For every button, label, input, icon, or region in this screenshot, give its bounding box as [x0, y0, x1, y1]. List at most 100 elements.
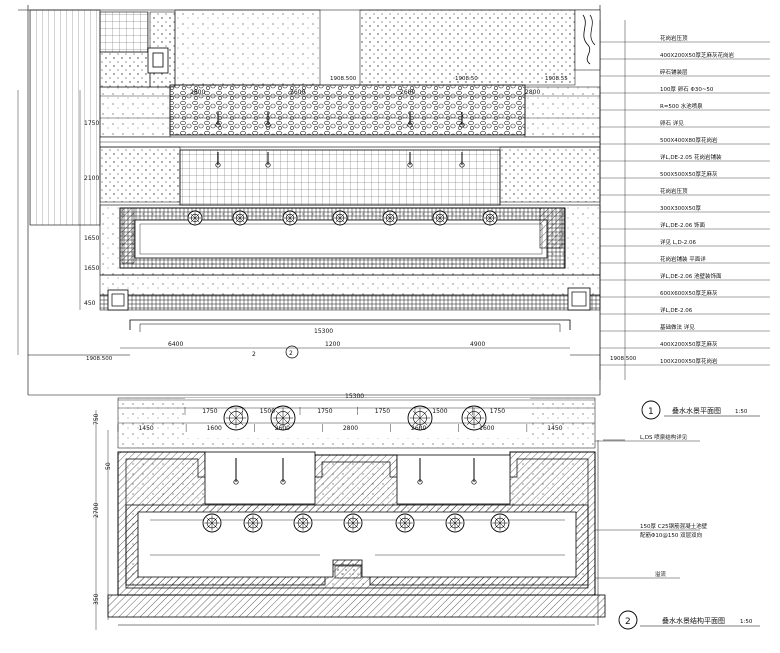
plan1-jet-rosette: [232, 210, 248, 226]
plan1-spout-upper: [265, 112, 271, 128]
plan2-top-rosette-spoke: [235, 417, 244, 426]
plan1-spout-lower-head: [265, 162, 271, 168]
plan2-jet-rosette-spoke: [494, 522, 501, 529]
plan2-overall: 15300: [345, 393, 364, 400]
plan2-spout: [280, 458, 286, 485]
plan2-top-rosette-spoke: [275, 410, 284, 419]
plan2-jet-rosette-spoke: [206, 522, 213, 529]
lower-pool: [134, 219, 548, 259]
plan1-jet-rosette-spoke: [289, 217, 295, 223]
plan1-callout-text: 花岗岩铺装 平面详: [660, 255, 706, 263]
plan1-elev-3: 1908.55: [545, 76, 568, 82]
plan1-spout-upper-head: [215, 122, 221, 128]
plan1-elev-2: 1908.50: [455, 76, 478, 82]
plan1-jet-rosette-spoke: [285, 217, 291, 223]
plan2-top-rosette-spoke: [412, 417, 421, 426]
plan1-spout-upper: [215, 112, 221, 128]
plan2-spout: [233, 458, 239, 485]
plan1-section-b: 2: [289, 350, 293, 357]
plan1-jet-rosette-spoke: [235, 213, 241, 219]
plan1-spout-lower-head: [215, 162, 221, 168]
plan1-jet-rosette-spoke: [435, 217, 441, 223]
plan2-dim-b: 1600: [207, 425, 222, 432]
plan2-jet-rosette-spoke: [247, 517, 254, 524]
plan2-left-4: 50: [105, 462, 112, 470]
plan1-jet-rosette-spoke: [335, 213, 341, 219]
plan2-jet-rosette-spoke: [404, 522, 411, 529]
plan2-top-rosette-spoke: [275, 417, 284, 426]
plan2-jet-rosette-spoke: [297, 522, 304, 529]
plan-1-fountains: [187, 112, 498, 226]
plan2-dim-b: 1450: [138, 425, 153, 432]
plan2-jet-rosette-spoke: [302, 517, 309, 524]
plan1-jet-rosette-spoke: [389, 217, 395, 223]
plan2-jet-rosette-spoke: [247, 522, 254, 529]
plan-2-layout: [107, 397, 625, 626]
plan1-callout-text: 详L,DE-2.06 池壁装饰面: [660, 272, 722, 280]
plan2-jet-rosette: [202, 513, 222, 533]
plan1-elev-1: 1908.500: [330, 76, 357, 82]
plan2-jet-rosette-spoke: [211, 522, 218, 529]
plan2-top-rosette-spoke: [282, 417, 291, 426]
plan2-callout-4: 溢流: [655, 570, 667, 578]
plan2-top-rosette-spoke: [473, 417, 482, 426]
plan1-overall: 15300: [314, 328, 333, 335]
plan1-jet-rosette-spoke: [389, 213, 395, 219]
plan2-caption-number: 2: [625, 617, 631, 627]
plan1-spout-lower: [215, 152, 221, 168]
upper-basin-right: [396, 454, 511, 505]
plan2-dim-b: 2600: [275, 425, 290, 432]
plan2-dim-a: 1750: [490, 408, 505, 415]
plan2-jet-rosette: [395, 513, 415, 533]
plan1-jet-rosette-spoke: [285, 213, 291, 219]
plan1-spout-upper: [407, 112, 413, 128]
plan1-scale: 1:50: [735, 409, 748, 415]
plan2-jet-rosette: [490, 513, 510, 533]
plan2-left-2: 2700: [93, 503, 100, 518]
plan2-top-rosette-spoke: [419, 410, 428, 419]
plan2-jet-rosette-spoke: [499, 522, 506, 529]
plan-2-fountains: [202, 405, 510, 533]
plan1-jet-rosette: [187, 210, 203, 226]
plan2-jet-rosette-spoke: [499, 517, 506, 524]
plan1-callout-text: 详见 L,D-2.06: [660, 238, 697, 246]
plan2-callout-1: L,DS 喷泉结构详见: [640, 433, 688, 441]
plan1-callout-text: 花岗岩压顶: [660, 34, 688, 42]
plan1-callout-text: 400X200X50厚芝麻灰: [660, 340, 718, 348]
plan1-jet-rosette-spoke: [194, 217, 200, 223]
plan2-jet-rosette-spoke: [252, 517, 259, 524]
plan1-callout-text: 花岗岩压顶: [660, 187, 688, 195]
plan-2-callouts: L,DS 喷泉结构详见 150厚 C25钢筋混凝土池壁 配筋Φ10@150 双层…: [595, 433, 708, 579]
plan1-spout-upper-head: [265, 122, 271, 128]
plan1-jet-rosette-spoke: [489, 213, 495, 219]
plan1-jet-rosette-spoke: [339, 213, 345, 219]
plan2-jet-rosette-spoke: [454, 522, 461, 529]
plan1-spout-lower-head: [407, 162, 413, 168]
plan2-jet-rosette-spoke: [352, 517, 359, 524]
plan1-callout-text: 500X400X80厚花岗岩: [660, 136, 718, 144]
plan1-jet-rosette-spoke: [385, 217, 391, 223]
plan1-jet-rosette-spoke: [194, 213, 200, 219]
plan-2-caption: 2 叠水水景结构平面图 1:50: [618, 610, 760, 630]
plan1-callout-text: 500X500X50厚芝麻灰: [660, 170, 718, 178]
plan1-callout-text: 详L,DE-2.06 饰面: [660, 221, 706, 229]
plan2-spout-head: [417, 479, 423, 485]
plan2-top-rosette: [461, 405, 487, 431]
plan1-spout-lower: [459, 152, 465, 168]
plan2-jet-rosette-spoke: [494, 517, 501, 524]
plan2-top-rosette-spoke: [282, 410, 291, 419]
plan1-left-1: 2100: [84, 175, 99, 182]
plan2-top-rosette-spoke: [235, 410, 244, 419]
plan2-jet-rosette: [243, 513, 263, 533]
plan1-spout-upper-head: [407, 122, 413, 128]
plan2-jet-rosette: [293, 513, 313, 533]
plan1-jet-rosette: [382, 210, 398, 226]
plan2-top-rosette: [223, 405, 249, 431]
plan2-jet-rosette-spoke: [347, 517, 354, 524]
plan1-bottom-left: 1908.500: [86, 356, 113, 362]
plan2-jet-rosette-spoke: [449, 522, 456, 529]
plan2-dim-b: 1600: [479, 425, 494, 432]
plan1-section-a: 2: [252, 351, 256, 358]
